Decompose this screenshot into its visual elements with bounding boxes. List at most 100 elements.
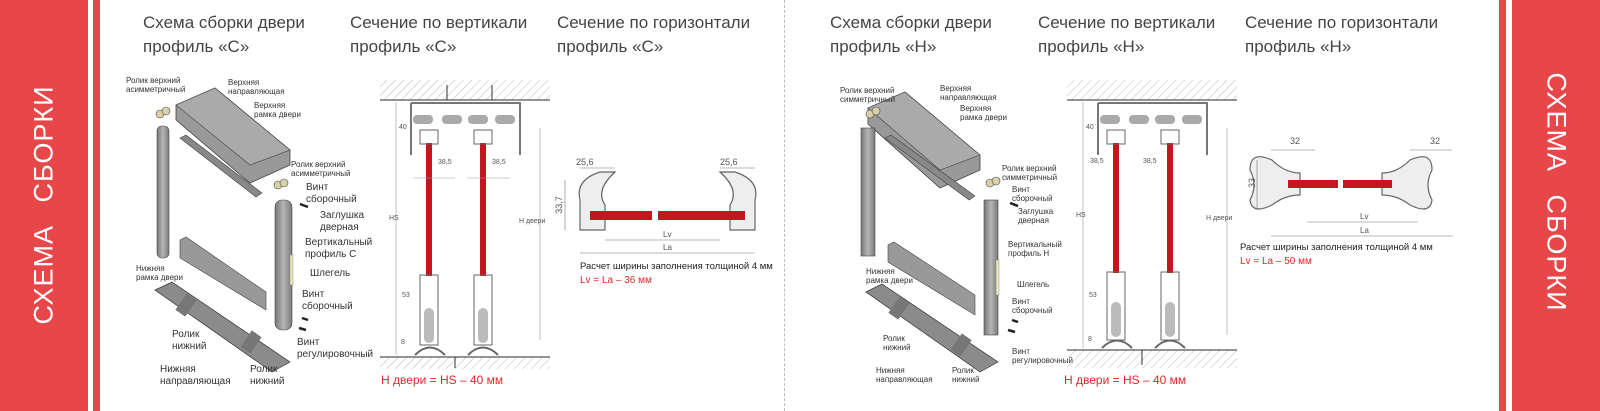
h-exploded-view (860, 91, 1019, 373)
h-dim-right-w: 32 (1430, 136, 1441, 146)
c-dim-height: 33,7 (553, 196, 564, 214)
label-line: Верхняя (940, 84, 972, 93)
h-calc-formula: Lv = La – 50 мм (1240, 256, 1312, 267)
label-line: Нижняя (160, 364, 196, 375)
label-line: Винт (1012, 297, 1030, 306)
title-line: Схема сборки двери (830, 13, 992, 32)
c-bottom-frame (179, 236, 267, 311)
title-line: профиль «С» (350, 37, 457, 56)
label-line: Ролик верхний (126, 76, 181, 85)
label-line: направляющая (940, 93, 997, 102)
label-line: направляющая (160, 376, 231, 387)
c-dim-floor: 8 (401, 339, 405, 346)
h-dim-floor: 8 (1088, 336, 1092, 343)
h-assembly-title: Схема сборки двери профиль «Н» (830, 11, 992, 59)
h-dim-hs: HS (1076, 212, 1086, 219)
c-dim-hs: HS (389, 215, 399, 222)
label-line: симметричный (840, 95, 896, 104)
label-line: Ролик (952, 366, 974, 375)
c-top-frame (179, 134, 263, 198)
label-line: Винт (306, 182, 329, 193)
h-door-panel-2 (1167, 143, 1173, 273)
label-line: нижний (250, 376, 285, 387)
label-line: Верхняя (228, 78, 260, 87)
c-bottom-guide (154, 281, 291, 373)
title-line: профиль «Н» (1038, 37, 1145, 56)
h-top-frame (884, 134, 976, 201)
label-line: Винт (297, 337, 320, 348)
label-line: сборочный (1012, 306, 1053, 315)
title-line: Сечение по горизонтали (557, 13, 751, 32)
c-door-panel-1 (426, 143, 432, 276)
label-line: профиль С (305, 249, 357, 260)
title-line: Сечение по вертикали (350, 13, 528, 32)
h-horizontal-section (1249, 149, 1453, 237)
c-dim-lv: Lv (663, 230, 672, 239)
label-line: Заглушка (320, 210, 365, 221)
title-line: профиль «С» (557, 37, 664, 56)
h-bottom-frame (887, 241, 976, 316)
label-line: регулировочный (297, 349, 374, 360)
c-label-brush-seal: Шлегель (310, 268, 351, 279)
h-dim-top: 40 (1086, 124, 1094, 131)
label-line: профиль Н (1008, 249, 1050, 258)
c-vertical-title: Сечение по вертикали профиль «С» (350, 11, 527, 59)
label-line: Ролик верхний (291, 160, 346, 169)
left-red-band (0, 0, 88, 411)
label-line: Нижняя (876, 366, 905, 375)
c-dim-width-1: 38,5 (438, 159, 452, 166)
h-dim-height: 33 (1247, 177, 1258, 189)
title-line: Сечение по горизонтали (1245, 13, 1439, 32)
c-dim-right-w: 25,6 (720, 157, 738, 167)
label-line: Заглушка (1018, 207, 1054, 216)
label-line: Ролик верхний (840, 86, 895, 95)
h-vertical-section (1067, 80, 1237, 368)
title-line: профиль «Н» (830, 37, 937, 56)
label-line: регулировочный (1012, 356, 1073, 365)
right-red-stripe (1499, 0, 1506, 411)
label-line: нижний (952, 375, 980, 384)
label-line: направляющая (876, 375, 933, 384)
c-door-panel-2 (480, 143, 486, 276)
label-line: асимметричный (126, 85, 186, 94)
label-line: рамка двери (960, 113, 1007, 122)
label-line: дверная (320, 222, 359, 233)
label-line: направляющая (228, 87, 285, 96)
h-left-vertical-profile (860, 127, 876, 257)
label-line: Ролик (172, 329, 200, 340)
label-line: Ролик (250, 364, 278, 375)
label-line: Нижняя (136, 264, 165, 273)
title-line: профиль «С» (143, 37, 250, 56)
label-line: Вертикальный (1008, 240, 1062, 249)
label-line: Винт (1012, 347, 1030, 356)
label-line: Верхняя (254, 101, 286, 110)
h-vertical-formula: H двери = HS – 40 мм (1064, 373, 1187, 387)
label-line: симметричный (1002, 173, 1058, 182)
left-red-stripe (93, 0, 100, 411)
h-dim-bottom: 53 (1089, 292, 1097, 299)
h-dim-la: La (1360, 226, 1369, 235)
label-line: асимметричный (291, 169, 351, 178)
